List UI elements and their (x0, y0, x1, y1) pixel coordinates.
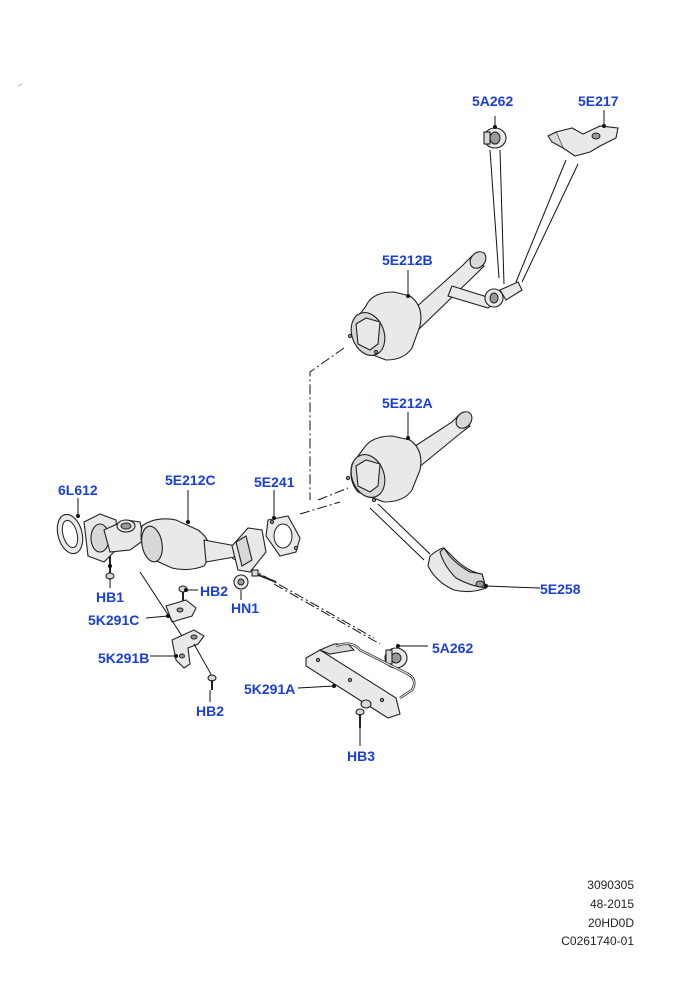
nut-hn1 (233, 574, 249, 590)
callout-5k291b: 5K291B (98, 650, 150, 666)
hanger-bracket-top (547, 125, 619, 157)
rubber-mount-lower (384, 647, 408, 669)
reference-line-3: 20HD0D (587, 916, 634, 930)
callout-5e217: 5E217 (578, 93, 619, 109)
callout-hb2-upper: HB2 (200, 583, 229, 599)
callout-hb2-lower: HB2 (196, 703, 225, 719)
catalyst-5e212a (345, 411, 473, 503)
callout-5k291a: 5K291A (244, 681, 296, 697)
callout-hn1: HN1 (231, 600, 260, 616)
heat-shield (427, 547, 487, 593)
callout-5a262-lower: 5A262 (432, 640, 474, 656)
callout-5e241: 5E241 (254, 474, 295, 490)
catalyst-5e212b (347, 251, 523, 361)
bolt-hb3 (355, 708, 365, 728)
callout-5e212a: 5E212A (382, 395, 433, 411)
reference-line-1: 3090305 (587, 878, 634, 892)
reference-line-2: 48-2015 (589, 897, 634, 911)
bracket-5k291b (171, 629, 205, 669)
callout-5a262-top: 5A262 (472, 93, 514, 109)
callout-hb1: HB1 (96, 589, 125, 605)
callout-5k291c: 5K291C (88, 612, 140, 628)
callout-5e212c: 5E212C (165, 472, 216, 488)
crossmember-5k291a (305, 642, 416, 719)
callout-6l612: 6L612 (58, 482, 98, 498)
bolt-hb2-lower (207, 674, 217, 690)
gasket-6l612 (56, 513, 84, 555)
callout-hb3: HB3 (347, 748, 376, 764)
catalyst-5e212c (83, 513, 267, 573)
stud-bolt (251, 569, 277, 583)
callout-5e258: 5E258 (540, 581, 581, 597)
callout-5e212b: 5E212B (382, 252, 433, 268)
flange-gasket-5e241 (265, 515, 301, 557)
rubber-mount-top (483, 127, 507, 149)
reference-line-4: C0261740-01 (561, 934, 634, 948)
